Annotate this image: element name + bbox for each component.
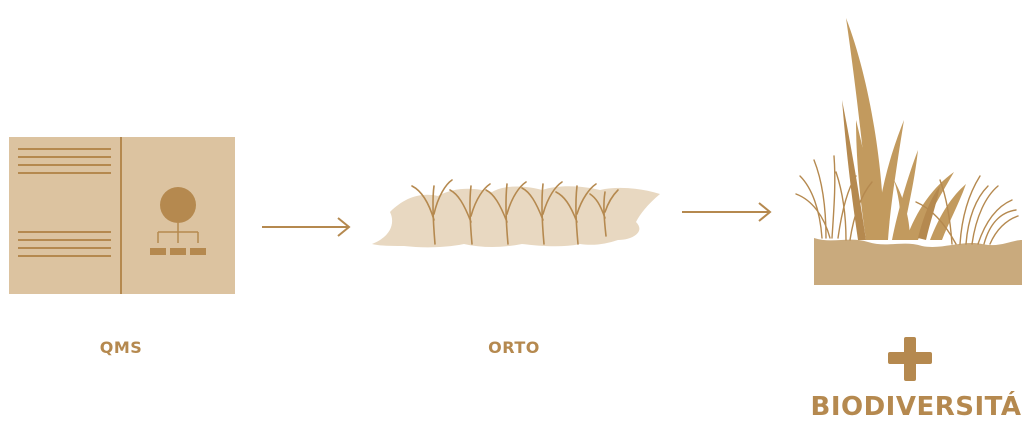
- qms-document-icon: [9, 137, 235, 294]
- plus-icon: [888, 337, 932, 381]
- arrow-right-icon: [262, 218, 349, 236]
- arrow-right-icon: [682, 203, 770, 221]
- garden-bed-icon: [372, 180, 660, 247]
- step-label-qms: QMS: [100, 338, 143, 357]
- wild-meadow-icon: [796, 18, 1022, 285]
- step-label-orto: ORTO: [488, 338, 540, 357]
- step-label-biodiversita: BIODIVERSITÁ: [811, 392, 1022, 422]
